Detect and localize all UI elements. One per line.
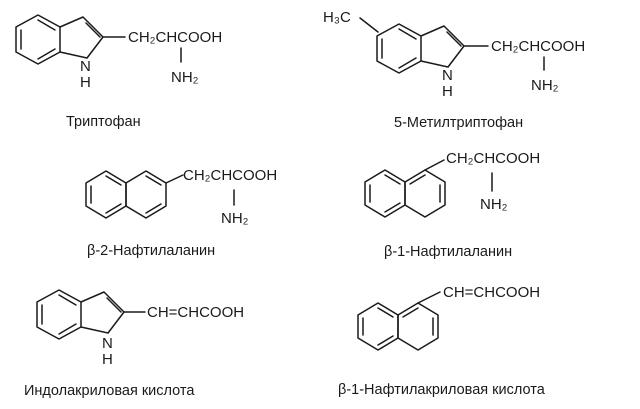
indole-ring [15, 14, 104, 65]
ring-nitrogen-label: N [442, 67, 453, 84]
amino-group-label: NH₂ [480, 196, 508, 213]
ring-nitrogen-label: N [102, 335, 113, 352]
amino-group-label: NH₂ [531, 77, 559, 94]
amino-group-label: NH₂ [171, 69, 199, 86]
side-chain-label: CH=CHCOOH [443, 284, 540, 301]
amino-group-label: NH₂ [221, 210, 249, 227]
caption-naphthylalanine-2: β-2-Нафтилаланин [87, 243, 215, 259]
ring-nitrogen-label: N [80, 58, 91, 75]
ring-hydrogen-label: H [442, 83, 453, 100]
caption-tryptophan: Триптофан [66, 114, 141, 130]
side-chain-label: CH₂CHCOOH [183, 167, 277, 184]
naphthalene-ring [85, 170, 167, 219]
ring-hydrogen-label: H [102, 351, 113, 368]
structure-naphthylalanine-2: CH₂CHCOOH NH₂ β-2-Нафтилаланин [85, 167, 277, 259]
ring-hydrogen-label: H [80, 74, 91, 91]
caption-methyltryptophan: 5-Метилтриптофан [394, 115, 523, 131]
caption-naphthylalanine-1: β-1-Нафтилаланин [384, 244, 512, 260]
naphthalene-ring [357, 302, 439, 351]
side-chain-label: CH₂CHCOOH [491, 38, 585, 55]
side-chain-label: CH₂CHCOOH [128, 29, 222, 46]
naphthalene-ring [364, 169, 446, 218]
structure-tryptophan: CH₂CHCOOH NH₂ N H Триптофан [15, 14, 222, 130]
side-chain-label: CH₂CHCOOH [446, 150, 540, 167]
structure-naphthylacrylic: CH=CHCOOH β-1-Нафтилакриловая кислота [338, 284, 546, 398]
structure-naphthylalanine-1: CH₂CHCOOH NH₂ β-1-Нафтилаланин [364, 150, 540, 260]
structure-indoleacrylic: CH=CHCOOH N H Индолакриловая кислота [24, 289, 244, 399]
structure-methyltryptophan: H₃C CH₂CHCOOH NH₂ N H 5-Метилтриптофан [323, 9, 585, 131]
indole-ring [36, 289, 125, 340]
indole-ring [376, 23, 465, 74]
methyl-substituent-label: H₃C [323, 9, 351, 26]
side-chain-label: CH=CHCOOH [147, 304, 244, 321]
caption-naphthylacrylic: β-1-Нафтилакриловая кислота [338, 382, 546, 398]
caption-indoleacrylic: Индолакриловая кислота [24, 383, 195, 399]
